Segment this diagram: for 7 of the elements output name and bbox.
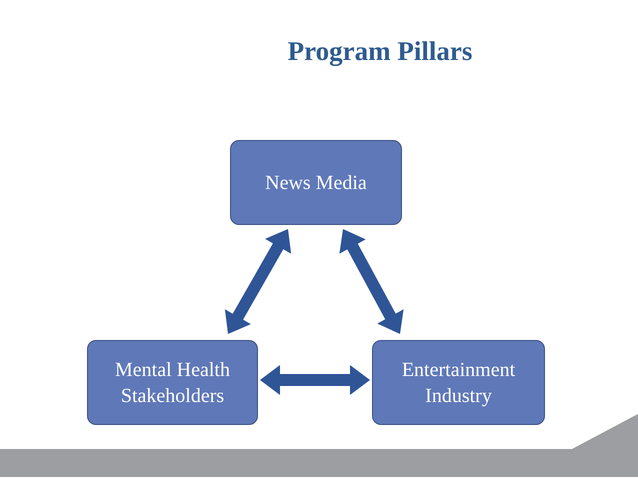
double-arrow — [339, 229, 404, 334]
double-arrow — [224, 229, 292, 334]
title: Program Pillars — [286, 36, 474, 67]
double-arrow — [260, 365, 370, 395]
process-box: News Media — [230, 140, 402, 225]
process-box: Entertainment Industry — [372, 340, 545, 425]
process-box: Mental Health Stakeholders — [87, 340, 258, 425]
